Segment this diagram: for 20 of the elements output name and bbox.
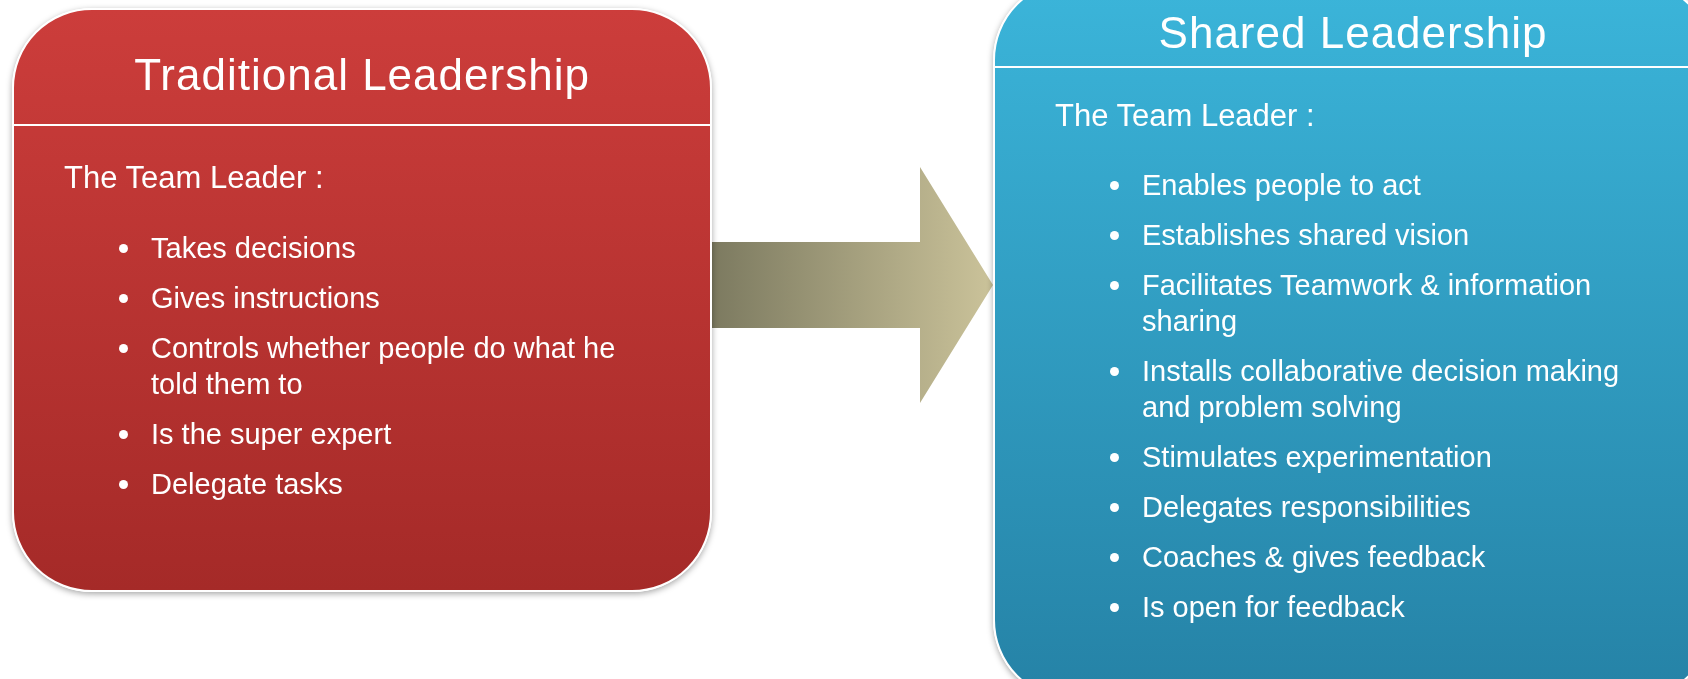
subheading: The Team Leader : xyxy=(64,160,324,196)
bullet-item: Is the super expert xyxy=(151,416,621,452)
subheading: The Team Leader : xyxy=(1055,98,1315,134)
bullet-item: Is open for feedback xyxy=(1142,589,1632,625)
bullet-item: Controls whether people do what he told them to xyxy=(151,330,621,402)
box-heading: Shared Leadership xyxy=(1157,8,1549,58)
bullet-item: Enables people to act xyxy=(1142,167,1632,203)
rounded-box xyxy=(993,0,1688,679)
bullet-item: Facilitates Teamwork & information sharing xyxy=(1142,267,1632,339)
bullet-item: Stimulates experimentation xyxy=(1142,439,1632,475)
bullet-item: Delegate tasks xyxy=(151,466,621,502)
bullet-item: Coaches & gives feedback xyxy=(1142,539,1632,575)
rounded-box xyxy=(12,8,712,592)
bullet-item: Gives instructions xyxy=(151,280,621,316)
bullet-item: Delegates responsibilities xyxy=(1142,489,1632,525)
bullet-item: Installs collaborative decision making and problem solving xyxy=(1142,353,1632,425)
block-arrow xyxy=(712,167,993,403)
bullet-item: Establishes shared vision xyxy=(1142,217,1632,253)
bullet-item: Takes decisions xyxy=(151,230,621,266)
box-heading: Traditional Leadership xyxy=(133,50,591,100)
